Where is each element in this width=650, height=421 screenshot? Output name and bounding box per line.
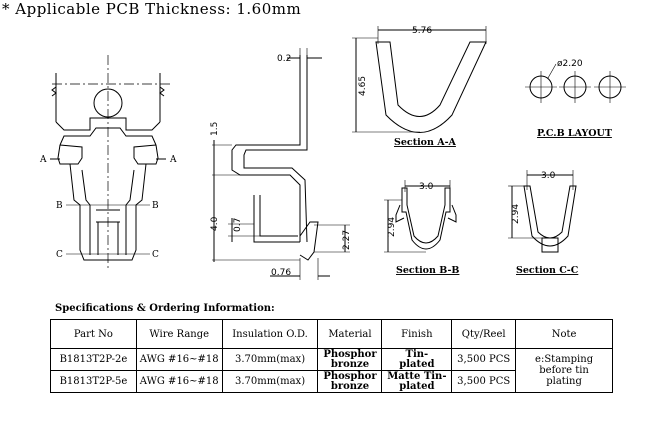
specs-table: Part No Wire Range Insulation O.D. Mater… — [50, 319, 613, 393]
qty-reel: 3,500 PCS — [451, 370, 517, 393]
dim-lower-height: 4.0 — [210, 216, 220, 231]
col-material: Material — [317, 319, 383, 349]
technical-drawing: A A B B C C 0.2 1.5 4.0 0.7 2. — [39, 26, 626, 280]
side-view — [212, 48, 350, 280]
dim-aa-width: 5.76 — [412, 26, 432, 36]
pcb-layout-view — [525, 63, 626, 103]
section-c-marker-right: C — [152, 250, 159, 260]
specs-header-row: Part No Wire Range Insulation O.D. Mater… — [50, 319, 613, 349]
dim-upper-height: 1.5 — [210, 122, 220, 136]
section-a-marker-left: A — [39, 155, 47, 165]
section-b-marker-right: B — [152, 201, 159, 211]
section-cc-title: Section C-C — [516, 265, 579, 276]
section-b-marker-left: B — [56, 201, 63, 211]
pcb-thickness-header: * Applicable PCB Thickness: 1.60mm — [2, 0, 302, 18]
section-cc-view — [508, 170, 577, 253]
dim-offset: 0.7 — [233, 218, 243, 232]
specs-title: Specifications & Ordering Information: — [55, 303, 275, 314]
wire-range: AWG #16~#18 — [135, 370, 223, 393]
dim-cc-height: 2.94 — [511, 204, 521, 224]
part-number: B1813T2P-2e — [50, 348, 137, 371]
section-bb-title: Section B-B — [396, 265, 459, 276]
insulation-od: 3.70mm(max) — [221, 348, 319, 371]
wire-range: AWG #16~#18 — [135, 348, 223, 371]
dim-barrel-height: 2.27 — [342, 230, 352, 250]
col-part-no: Part No — [50, 319, 137, 349]
front-view — [50, 55, 170, 270]
dim-aa-height: 4.65 — [358, 76, 368, 96]
dim-cc-width: 3.0 — [541, 171, 556, 181]
section-a-marker-right: A — [169, 155, 177, 165]
dim-thickness: 0.2 — [277, 54, 291, 64]
part-number: B1813T2P-5e — [50, 370, 137, 393]
finish: Matte Tin-plated — [381, 370, 453, 393]
table-row: B1813T2P-2e AWG #16~#18 3.70mm(max) Phos… — [50, 348, 613, 393]
dim-barrel-depth: 0.76 — [271, 268, 291, 278]
dim-bb-width: 3.0 — [419, 182, 434, 192]
insulation-od: 3.70mm(max) — [221, 370, 319, 393]
section-aa-title: Section A-A — [394, 137, 457, 148]
col-insulation: Insulation O.D. — [221, 319, 319, 349]
finish: Tin-plated — [381, 348, 453, 371]
col-note: Note — [515, 319, 613, 349]
section-aa-view — [352, 26, 487, 133]
section-bb-view — [384, 180, 457, 253]
table-row: B1813T2P-5e AWG #16~#18 3.70mm(max) Phos… — [50, 370, 613, 393]
col-qty: Qty/Reel — [451, 319, 517, 349]
pcb-hole-diameter: ø2.20 — [557, 59, 583, 69]
col-wire-range: Wire Range — [135, 319, 223, 349]
qty-reel: 3,500 PCS — [451, 348, 517, 371]
section-c-marker-left: C — [56, 250, 63, 260]
pcb-layout-title: P.C.B LAYOUT — [537, 128, 612, 139]
dim-bb-height: 2.94 — [387, 217, 397, 237]
col-finish: Finish — [381, 319, 453, 349]
